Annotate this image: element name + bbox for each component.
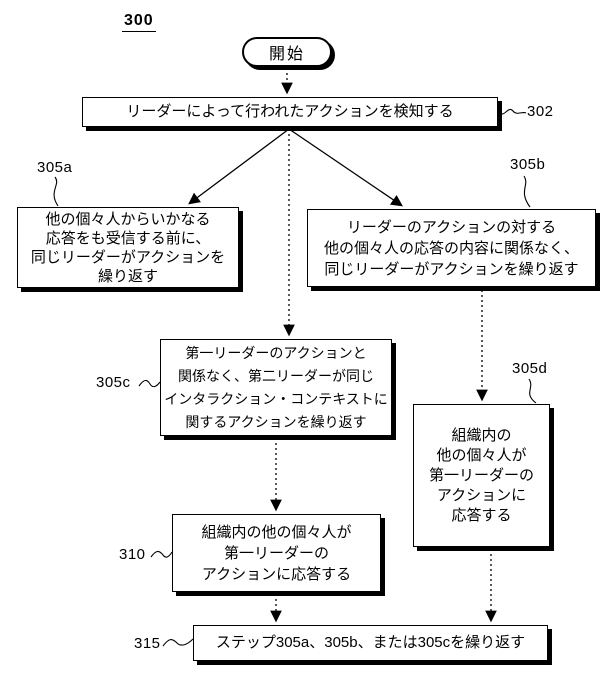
ref-label-310: 310 <box>119 546 146 563</box>
box-305d-line: 組織内の <box>451 426 512 444</box>
ref-connector-305a <box>53 176 59 207</box>
ref-label-305a: 305a <box>37 159 73 176</box>
box-310-line: 組織内の他の個々人が <box>201 523 352 541</box>
box-305c-line: インタラクション・コンテキストに <box>164 390 388 407</box>
box-305a-line: 応答をも受信する前に、 <box>45 229 211 247</box>
box-305d-line: 応答する <box>451 506 512 524</box>
ref-label-315: 315 <box>134 635 161 652</box>
box-305c-line: 関係なく、第二リーダーが同じ <box>178 367 374 384</box>
arrow-302-to-305b <box>288 128 403 207</box>
start-terminal-label: 開始 <box>268 46 305 63</box>
process-box-305c: 第一リーダーのアクションと 関係なく、第二リーダーが同じ インタラクション・コン… <box>160 339 392 436</box>
process-box-310: 組織内の他の個々人が 第一リーダーの アクションに応答する <box>172 514 381 592</box>
ref-label-305c: 305c <box>96 374 131 391</box>
start-terminal: 開始 <box>242 37 332 67</box>
box-305b-line: 同じリーダーがアクションを繰り返す <box>324 260 579 278</box>
process-box-302: リーダーによって行われたアクションを検知する <box>82 97 498 127</box>
box-305c-line: 第一リーダーのアクションと <box>185 344 367 361</box>
ref-connector-315 <box>162 638 194 647</box>
box-310-line: アクションに応答する <box>201 565 352 583</box>
box-305d-line: 第一リーダーの <box>428 466 534 484</box>
box-305a-line: 繰り返す <box>97 267 158 285</box>
box-310-line: 第一リーダーの <box>223 544 329 562</box>
box-305b-line: 他の個々人の応答の内容に関係なく、 <box>323 239 579 257</box>
ref-label-302: 302 <box>527 103 554 120</box>
box-305d-line: アクションに <box>436 486 527 504</box>
box-305a-line: 他の個々人からいかなる <box>45 210 211 228</box>
ref-label-305d: 305d <box>512 360 548 377</box>
process-box-305b: リーダーのアクションの対する 他の個々人の応答の内容に関係なく、 同じリーダーが… <box>307 209 596 287</box>
box-305c-line: 関するアクションを繰り返す <box>185 413 367 430</box>
ref-connector-302 <box>498 109 527 115</box>
ref-connector-305b <box>523 175 531 208</box>
box-302-text: リーダーによって行われたアクションを検知する <box>126 103 454 120</box>
ref-label-305b: 305b <box>510 156 546 173</box>
arrow-302-to-305a <box>188 128 290 205</box>
ref-connector-305c <box>138 379 161 388</box>
ref-connector-305d <box>528 378 537 404</box>
ref-connector-310 <box>150 550 173 558</box>
box-305d-line: 他の個々人が <box>436 446 527 464</box>
process-box-305a: 他の個々人からいかなる 応答をも受信する前に、 同じリーダーがアクションを 繰り… <box>17 207 239 288</box>
box-305b-line: リーダーのアクションの対する <box>346 218 557 236</box>
figure-number: 300 <box>122 12 156 32</box>
box-305a-line: 同じリーダーがアクションを <box>30 248 226 266</box>
box-315-text: ステップ305a、305b、または305cを繰り返す <box>215 634 526 651</box>
process-box-305d: 組織内の 他の個々人が 第一リーダーの アクションに 応答する <box>413 404 550 547</box>
process-box-315: ステップ305a、305b、または305cを繰り返す <box>193 625 548 661</box>
